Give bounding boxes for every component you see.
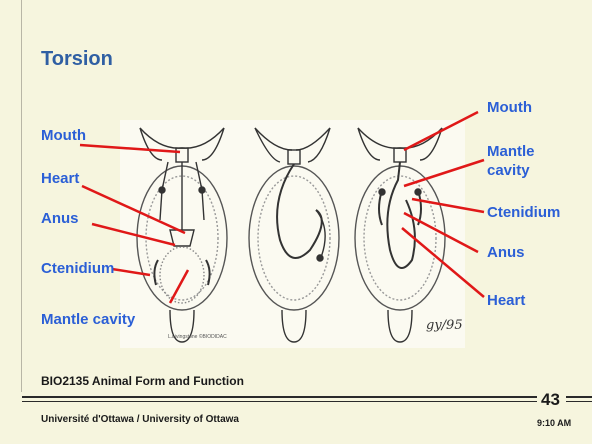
- arrow-left-anus: [92, 224, 175, 245]
- arrow-left-ctenidium: [112, 269, 150, 275]
- arrow-right-heart: [402, 228, 484, 297]
- illustration-signature: gy/95: [426, 318, 463, 333]
- arrow-left-mouth: [80, 145, 180, 152]
- footer-rule-right: [566, 396, 592, 398]
- label-right-anus: Anus: [487, 244, 525, 261]
- label-right-mantle: Mantle: [487, 143, 535, 160]
- arrow-right-ctenidium: [412, 199, 484, 212]
- label-right-cavity: cavity: [487, 162, 530, 179]
- label-left-mantle-cavity: Mantle cavity: [41, 311, 135, 328]
- arrow-left-mantle: [170, 270, 188, 303]
- label-right-mouth: Mouth: [487, 99, 532, 116]
- slide-time: 9:10 AM: [537, 418, 571, 428]
- label-left-ctenidium: Ctenidium: [41, 260, 114, 277]
- illustration-credit: L.Livingstone ©BIODIDAC: [168, 334, 227, 340]
- label-right-heart: Heart: [487, 292, 525, 309]
- footer-rule: [22, 396, 537, 398]
- label-left-mouth: Mouth: [41, 127, 86, 144]
- footer-rule-right-thin: [566, 401, 592, 402]
- slide-number: 43: [541, 390, 560, 410]
- arrow-right-mantle: [404, 160, 484, 186]
- course-name: BIO2135 Animal Form and Function: [41, 374, 244, 388]
- arrow-right-mouth: [404, 112, 478, 150]
- footer-rule-thin: [22, 401, 537, 402]
- label-left-anus: Anus: [41, 210, 79, 227]
- label-right-ctenidium: Ctenidium: [487, 204, 560, 221]
- label-left-heart: Heart: [41, 170, 79, 187]
- university-name: Université d'Ottawa / University of Otta…: [41, 414, 239, 425]
- arrow-right-anus: [404, 213, 478, 252]
